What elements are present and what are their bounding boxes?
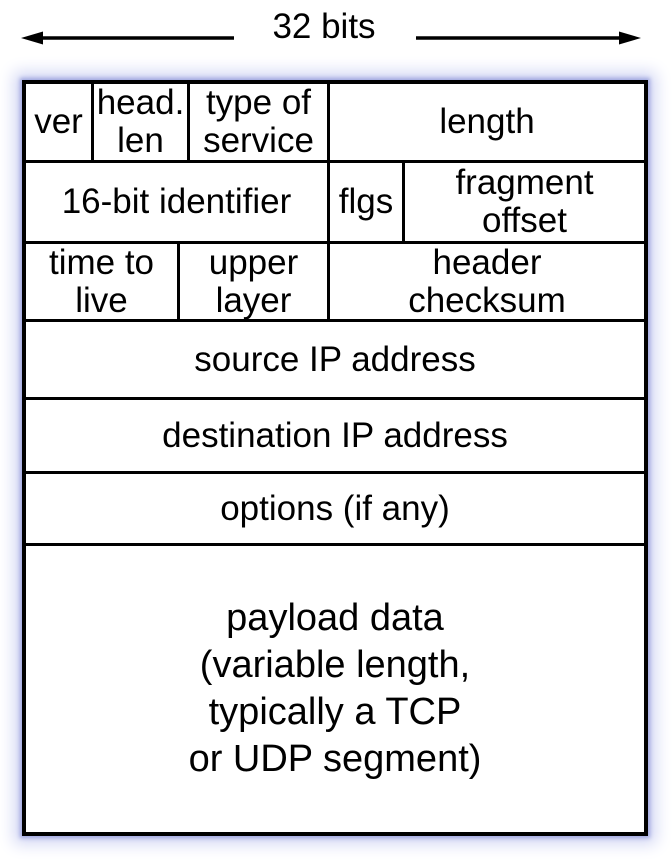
field-flags: flgs (330, 163, 405, 241)
field-header-length: head. len (94, 84, 190, 160)
datagram-row: 16-bit identifier flgs fragment offset (26, 163, 644, 244)
field-time-to-live: time to live (26, 243, 180, 319)
field-identifier: 16-bit identifier (26, 163, 330, 241)
field-type-of-service: type of service (190, 84, 330, 160)
field-header-checksum: header checksum (408, 242, 566, 320)
datagram-row: source IP address (26, 322, 644, 400)
datagram-row: payload data (variable length, typically… (26, 546, 644, 832)
field-version: ver (26, 84, 94, 160)
field-payload: payload data (variable length, typically… (188, 597, 482, 780)
width-annotation: 32 bits (0, 0, 672, 72)
bits-width-label: 32 bits (272, 7, 376, 46)
left-arrow-icon (21, 31, 234, 45)
right-arrow-icon (416, 31, 641, 45)
datagram-row: options (if any) (26, 474, 644, 546)
datagram-row: ver head. len type of service length (26, 84, 644, 163)
field-length: length (439, 102, 535, 141)
field-upper-layer: upper layer (180, 243, 330, 319)
datagram-table: ver head. len type of service length 16-… (22, 80, 648, 836)
field-destination-ip-address: destination IP address (162, 415, 508, 455)
field-fragment-offset: fragment offset (455, 163, 594, 240)
datagram-row: time to live upper layer header checksum (26, 242, 644, 322)
datagram-row: destination IP address (26, 400, 644, 474)
field-options: options (if any) (220, 488, 450, 528)
field-source-ip-address: source IP address (194, 339, 476, 379)
